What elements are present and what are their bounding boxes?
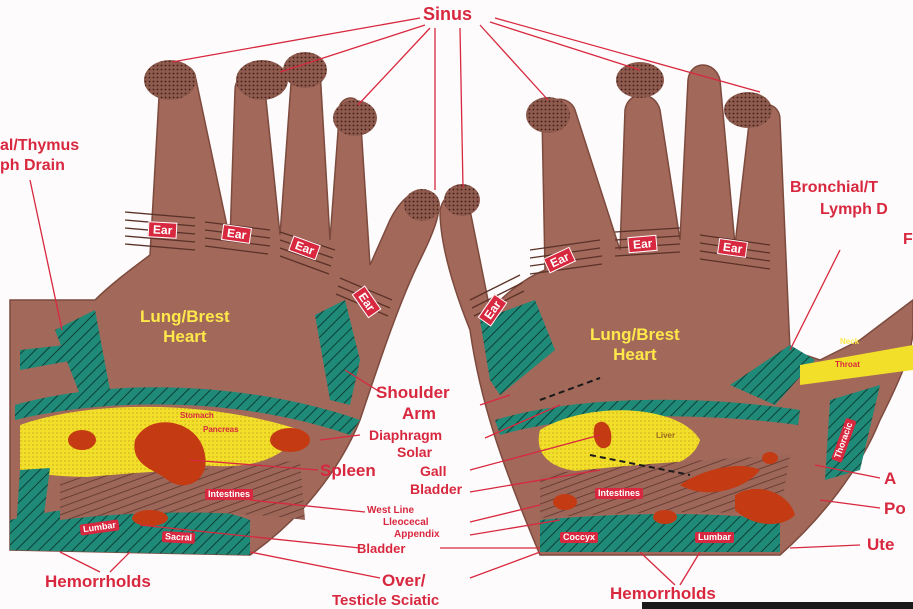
right-lumbar-label: Lumbar — [695, 532, 734, 543]
right-fingertip — [526, 97, 570, 133]
throat-label: Throat — [835, 361, 860, 369]
right-lung-label: Lung/Brest — [590, 325, 680, 345]
left-organ — [132, 510, 168, 526]
right-organ — [653, 510, 677, 524]
testicle-sciatic-label: Testicle Sciatic — [332, 593, 439, 608]
liver-label: Liver — [656, 432, 675, 440]
right-fingertip — [616, 62, 664, 98]
right-heart-label: Heart — [590, 345, 680, 365]
left-palm-label: Lung/Brest Heart — [140, 307, 230, 348]
left-lung-label: Lung/Brest — [140, 307, 230, 327]
left-sacral-label: Sacral — [162, 531, 196, 544]
left-thumb-tip — [404, 189, 440, 221]
right-lymph-label: Lymph D — [820, 202, 888, 218]
spleen-label: Spleen — [320, 462, 376, 479]
right-f-label: F — [903, 232, 913, 248]
stomach-label: Stomach — [180, 412, 214, 420]
left-organ — [68, 430, 96, 450]
right-ear-tag: Ear — [627, 235, 658, 253]
right-organ — [762, 452, 778, 464]
right-intestines-label: Intestines — [595, 488, 643, 499]
neck-label: Neck — [840, 338, 859, 346]
solar-label: Solar — [397, 445, 432, 459]
left-organ — [270, 428, 310, 452]
right-bronchial-label: Bronchial/T — [790, 180, 878, 196]
west-line-label: West Line — [367, 506, 414, 516]
left-lymph-drain-label: ph Drain — [0, 158, 65, 174]
right-hemorrholds-label: Hemorrholds — [610, 585, 716, 602]
diaphragm-label: Diaphragm — [369, 428, 442, 442]
pancreas-label: Pancreas — [203, 426, 239, 434]
over-label: Over/ — [382, 572, 425, 589]
left-thymus-label: al/Thymus — [0, 138, 79, 154]
arm-label: Arm — [402, 405, 436, 422]
left-hemorrholds-label: Hemorrholds — [45, 573, 151, 590]
right-fingertip — [724, 92, 772, 128]
right-a-label: A — [884, 470, 896, 487]
right-ute-label: Ute — [867, 536, 894, 553]
right-palm-label: Lung/Brest Heart — [590, 325, 680, 366]
right-organ — [553, 494, 577, 510]
left-fingertip — [333, 100, 377, 136]
ileocecal-label: Lleocecal — [383, 518, 429, 528]
left-intestines-label: Intestines — [205, 489, 253, 500]
bladder-label: Bladder — [357, 542, 405, 555]
coccyx-label: Coccyx — [560, 532, 598, 543]
left-heart-label: Heart — [140, 327, 230, 347]
left-fingertip — [283, 52, 327, 88]
left-fingertip — [144, 60, 196, 100]
gall-bladder-label: Bladder — [410, 482, 462, 496]
right-po-label: Po — [884, 500, 906, 517]
left-ear-tag: Ear — [148, 221, 178, 239]
bottom-right-bar — [642, 602, 913, 609]
right-hand — [440, 62, 913, 555]
shoulder-label: Shoulder — [376, 384, 450, 401]
left-fingertip — [236, 60, 288, 100]
appendix-label: Appendix — [394, 530, 440, 540]
sinus-label: Sinus — [423, 5, 472, 23]
right-thumb-tip — [444, 184, 480, 216]
gall-label: Gall — [420, 464, 446, 478]
